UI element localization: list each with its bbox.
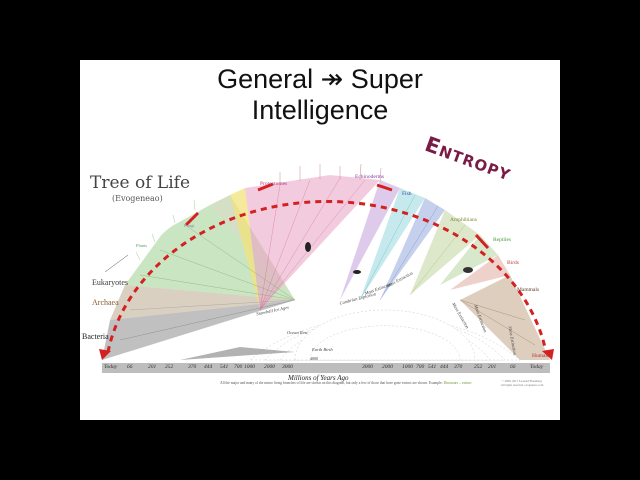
label-mammals: Mammals [517, 287, 539, 293]
tick-left-9: 2000 [264, 364, 275, 370]
tick-right-10: Today [530, 364, 544, 370]
label-earth-birth: Earth Birth [312, 347, 333, 352]
tick-left-6: 541 [220, 364, 229, 370]
tick-right-9: 66 [510, 364, 516, 370]
label-fungi: Fungi [184, 223, 195, 228]
tick-center: 4000 [310, 356, 318, 361]
tick-right-3: 700 [416, 364, 425, 370]
label-bacteria: Bacteria [82, 332, 109, 341]
tree-of-life-diagram [99, 163, 554, 361]
rim-ticks [135, 199, 196, 261]
double-arrows [184, 182, 490, 250]
label-ocean-rest: Ocean Rest [287, 330, 308, 335]
fossil-icon [305, 242, 311, 252]
label-plants: Plants [136, 243, 148, 248]
slide-title: General ↠ Super Intelligence [80, 64, 560, 126]
presentation-slide: General ↠ Super Intelligence Entropy Tre… [80, 60, 560, 420]
label-amphibians: Amphibians [450, 217, 477, 223]
tick-right-4: 541 [428, 364, 437, 370]
tick-left-8: 1000 [244, 364, 255, 370]
label-humans: Humans [532, 353, 551, 359]
label-eukaryotes: Eukaryotes [92, 278, 128, 287]
fish-icon [353, 270, 361, 274]
label-birds: Birds [507, 260, 519, 266]
diagram-title: Tree of Life [90, 173, 190, 193]
entropy-arc-arrow [106, 200, 548, 353]
tick-left-5: 444 [204, 364, 213, 370]
caption-text: All the major and many of the minor livi… [220, 381, 443, 385]
title-line-1: General ↠ Super [217, 64, 423, 94]
diagram-subtitle: (Evogeneao) [112, 194, 163, 203]
tick-left-3: 252 [165, 364, 174, 370]
tick-left-2: 201 [148, 364, 157, 370]
title-line-2: Intelligence [251, 95, 389, 125]
caption-example: Dinosaurs – extinct [443, 381, 472, 385]
tick-right-1: 2000 [382, 364, 393, 370]
tick-left-1: 66 [127, 364, 133, 370]
diagram-caption: All the major and many of the minor livi… [220, 381, 472, 385]
tick-right-5: 444 [440, 364, 449, 370]
label-echinoderms: Echinoderms [355, 174, 385, 180]
tick-left-10: 3000 [282, 364, 293, 370]
label-fish: Fish [402, 191, 412, 197]
copyright-notice: © 2008, 2017 Leonard Eisenberg. All righ… [500, 379, 544, 387]
time-rings [249, 309, 521, 361]
tick-right-6: 370 [454, 364, 463, 370]
tick-left-0: Today [104, 364, 118, 370]
label-reptiles: Reptiles [493, 237, 512, 243]
label-protostomes: Protostomes [260, 181, 288, 187]
tick-right-8: 201 [488, 364, 497, 370]
label-archaea: Archaea [92, 298, 119, 307]
early-life-wedge [180, 347, 295, 360]
arrowheads [99, 349, 554, 360]
dinosaur-icon [463, 267, 473, 273]
time-axis-bar: Today 66 201 252 370 444 541 700 1000 20… [102, 356, 550, 373]
tick-left-4: 370 [188, 364, 197, 370]
axis-title: Millions of Years Ago [288, 374, 349, 382]
tick-left-7: 700 [234, 364, 243, 370]
tick-right-2: 1000 [402, 364, 413, 370]
tree-branches [102, 175, 550, 360]
tick-right-0: 3000 [362, 364, 373, 370]
tick-right-7: 252 [474, 364, 483, 370]
